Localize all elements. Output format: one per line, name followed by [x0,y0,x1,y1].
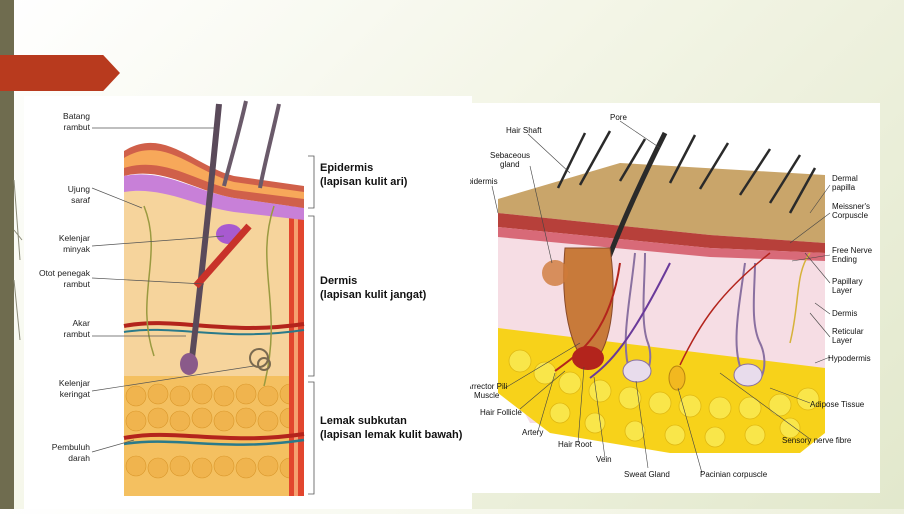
layer-brackets [308,155,315,495]
label-arrector-pili-2: Muscle [474,391,500,400]
label-dermal-papilla-2: papilla [832,183,856,192]
layer-subkutan-title: Lemak subkutan [320,415,407,427]
label-papillary-1: Papillary [832,277,863,286]
label-hair-shaft: Hair Shaft [506,126,542,135]
label-free-nerve-1: Free Nerve [832,246,873,255]
label-dermis-en: Dermis [832,309,857,318]
label-pembuluh-darah-1: Pembuluh [52,442,91,452]
label-vein: Vein [596,455,612,464]
sidebar-strip [0,0,14,509]
label-sebaceous-1: Sebaceous [490,151,530,160]
title-arrow-accent [0,55,120,91]
label-kelenjar-keringat-2: keringat [60,389,91,399]
label-kelenjar-minyak-1: Kelenjar [59,233,90,243]
skin-block-left [123,100,305,496]
label-ujung-saraf-2: saraf [71,195,91,205]
label-hair-follicle: Hair Follicle [480,408,522,417]
layer-epidermis-title: Epidermis [320,162,373,174]
decorative-lines [13,179,23,341]
skin-block-right [498,130,825,453]
layer-epidermis-sub: (lapisan kulit ari) [320,176,408,188]
label-meissner-1: Meissner's [832,202,870,211]
label-kelenjar-keringat-1: Kelenjar [59,378,90,388]
layer-dermis-sub: (lapisan kulit jangat) [320,289,427,301]
label-batang-rambut-1: Batang [63,111,90,121]
right-label-lines [491,120,831,474]
layer-subkutan-sub: (lapisan lemak kulit bawah) [320,429,463,441]
label-dermal-papilla-1: Dermal [832,174,858,183]
label-sebaceous-2: gland [500,160,520,169]
label-reticular-1: Reticular [832,327,864,336]
label-hypodermis: Hypodermis [828,354,871,363]
label-pacinian-corpuscle: Pacinian corpuscle [700,470,768,479]
label-pore: Pore [610,113,627,122]
label-ujung-saraf-1: Ujung [68,184,90,194]
label-sweat-gland: Sweat Gland [624,470,670,479]
label-artery: Artery [522,428,543,437]
label-reticular-2: Layer [832,336,852,345]
label-sensory-nerve-fibre: Sensory nerve fibre [782,436,852,445]
left-labels [91,127,255,453]
label-akar-rambut-2: rambut [64,329,91,339]
label-papillary-2: Layer [832,286,852,295]
skin-diagram-indonesian: Batang rambut Ujung saraf Kelenjar minya… [24,96,472,509]
label-batang-rambut-2: rambut [64,122,91,132]
layer-dermis-title: Dermis [320,275,357,287]
label-free-nerve-2: Ending [832,255,857,264]
label-meissner-2: Corpuscle [832,211,869,220]
label-otot-penegak-2: rambut [64,279,91,289]
label-pembuluh-darah-2: darah [68,453,90,463]
label-kelenjar-minyak-2: minyak [63,244,91,254]
label-akar-rambut-1: Akar [73,318,91,328]
skin-diagram-english: Pore Hair Shaft Sebaceous gland Epidermi… [462,103,880,493]
label-hair-root: Hair Root [558,440,593,449]
label-arrector-pili-1: Arrector Pili [470,382,508,391]
label-epidermis-en: Epidermis [470,177,498,186]
label-adipose-tissue: Adipose Tissue [810,400,865,409]
label-otot-penegak-1: Otot penegak [39,268,91,278]
